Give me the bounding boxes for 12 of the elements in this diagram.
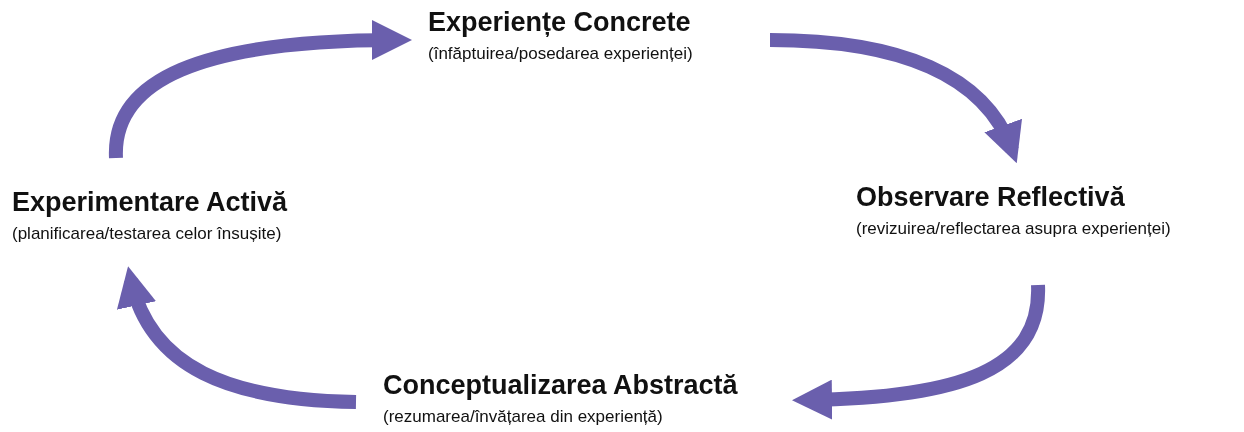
stage-description: (revizuirea/reflectarea asupra experienței) bbox=[856, 218, 1171, 240]
curved-arrow bbox=[792, 284, 1045, 420]
stage-heading: Observare Reflectivă bbox=[856, 181, 1126, 213]
stage-description: (rezumarea/învățarea din experiență) bbox=[383, 406, 664, 428]
stage-description: (planificarea/testarea celor însușite) bbox=[12, 223, 283, 245]
curved-arrow bbox=[119, 266, 357, 409]
curved-arrow bbox=[109, 20, 412, 159]
stage-description: (înfăptuirea/posedarea experienței) bbox=[428, 43, 693, 65]
stage-heading: Experimentare Activă bbox=[12, 186, 288, 218]
stage-heading: Conceptualizarea Abstractă bbox=[383, 369, 738, 401]
stage-heading: Experiențe Concrete bbox=[428, 6, 692, 38]
curved-arrow bbox=[769, 33, 1020, 163]
